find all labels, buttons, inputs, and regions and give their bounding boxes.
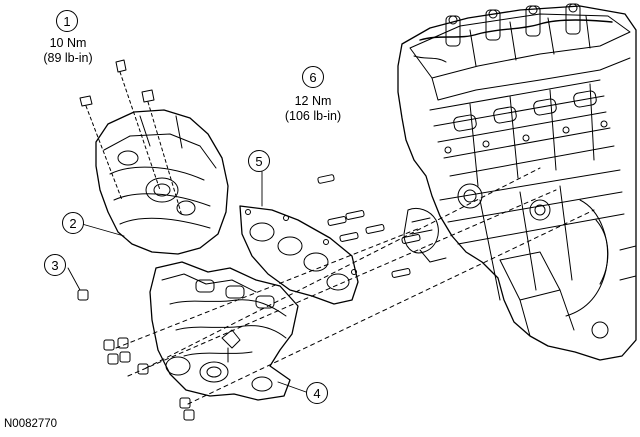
callout-label: 4 [313, 385, 321, 401]
callout-1: 1 [56, 10, 78, 32]
nut [77, 289, 195, 421]
heat-shield-bolt [79, 59, 183, 217]
engine-block [397, 3, 637, 361]
torque-spec-6: 12 Nm (106 lb-in) [276, 94, 350, 124]
figure-id: N0082770 [4, 418, 58, 430]
manifold-gasket [239, 205, 359, 305]
exhaust-port [573, 90, 597, 108]
callout-label: 6 [309, 69, 317, 85]
torque-lb-in: (106 lb-in) [284, 109, 342, 123]
callout-5: 5 [248, 150, 270, 172]
torque-nm: 12 Nm [294, 94, 332, 108]
callout-label: 5 [255, 153, 263, 169]
alignment-lines [115, 167, 595, 405]
torque-spec-1: 10 Nm (89 lb-in) [36, 36, 100, 66]
exhaust-port [453, 114, 477, 132]
exhaust-port [493, 106, 517, 124]
heat-shield [95, 109, 229, 255]
ignition-coil [565, 3, 581, 35]
callout-3: 3 [44, 254, 66, 276]
callout-2: 2 [62, 212, 84, 234]
torque-nm: 10 Nm [49, 36, 87, 50]
callout-6: 6 [302, 66, 324, 88]
callout-label: 2 [69, 215, 77, 231]
callout-label: 1 [63, 13, 71, 29]
torque-lb-in: (89 lb-in) [43, 51, 93, 65]
ignition-coil [525, 5, 541, 37]
exhaust-manifold [149, 261, 299, 401]
stud [317, 174, 421, 278]
callout-4: 4 [306, 382, 328, 404]
exhaust-port [533, 98, 557, 116]
leader-lines [67, 169, 307, 393]
callout-label: 3 [51, 257, 59, 273]
